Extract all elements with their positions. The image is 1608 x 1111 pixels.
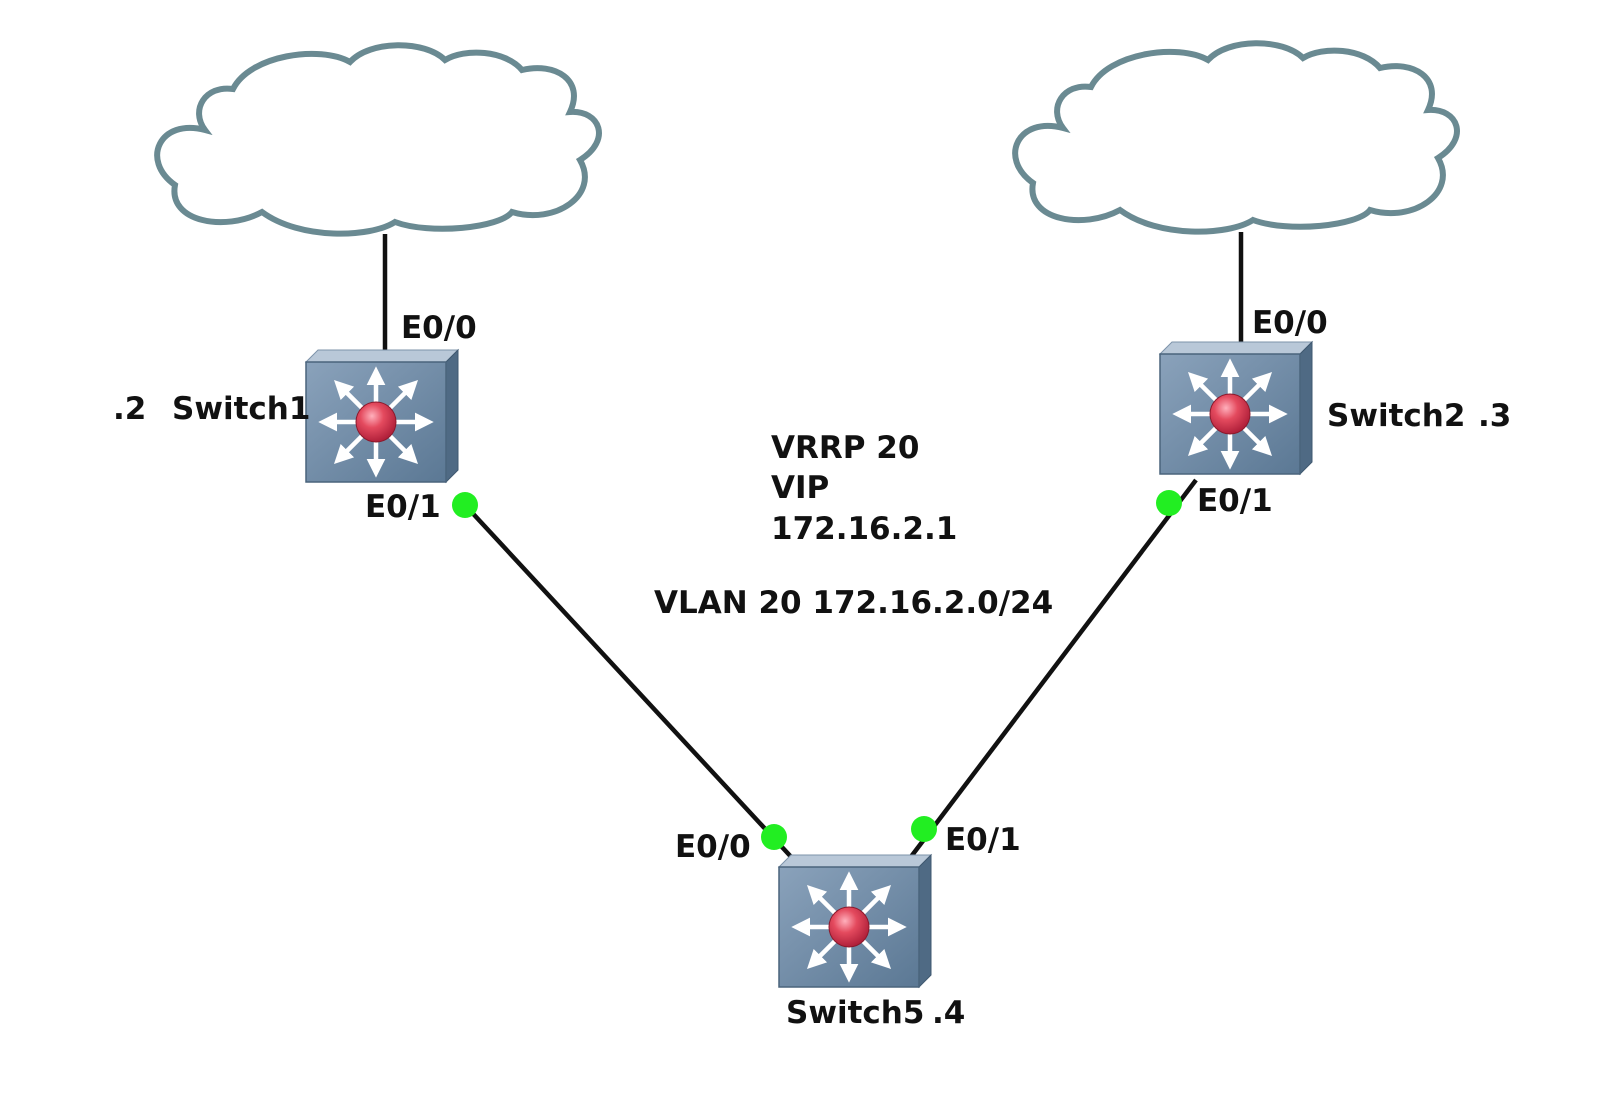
vrrp-group-label: VRRP 20 <box>771 430 919 466</box>
switch2-name-label: Switch2 <box>1327 398 1465 434</box>
vip-address-label: 172.16.2.1 <box>771 511 957 547</box>
switch5-port-e0-1-label: E0/1 <box>945 822 1021 858</box>
port-up-dot-switch5-e0-1 <box>911 816 937 842</box>
link-switch2-switch5 <box>905 478 1198 864</box>
port-up-dot-switch5-e0-0 <box>761 824 787 850</box>
vlan-subnet-label: VLAN 20 172.16.2.0/24 <box>654 585 1053 621</box>
vip-label: VIP <box>771 470 829 506</box>
port-up-dot-switch2-e0-1 <box>1156 490 1182 516</box>
switch1-icon[interactable] <box>306 350 458 482</box>
switch5-icon[interactable] <box>779 855 931 987</box>
switch2-host-label: .3 <box>1478 398 1511 434</box>
switch5-name-label: Switch5 <box>786 995 924 1031</box>
switch1-host-label: .2 <box>113 391 146 427</box>
switch5-port-e0-0-label: E0/0 <box>675 829 751 865</box>
switch2-port-e0-1-label: E0/1 <box>1197 483 1273 519</box>
switch1-name-label: Switch1 <box>172 391 310 427</box>
port-up-dot-switch1-e0-1 <box>452 492 478 518</box>
cloud-icon-left <box>157 45 599 233</box>
switch2-icon[interactable] <box>1160 342 1312 474</box>
cloud-icon-right <box>1015 43 1457 231</box>
link-switch1-switch5 <box>463 503 796 862</box>
switch1-port-e0-0-label: E0/0 <box>401 310 477 346</box>
switch5-host-label: .4 <box>932 995 965 1031</box>
switch2-port-e0-0-label: E0/0 <box>1252 305 1328 341</box>
switch1-port-e0-1-label: E0/1 <box>365 489 441 525</box>
